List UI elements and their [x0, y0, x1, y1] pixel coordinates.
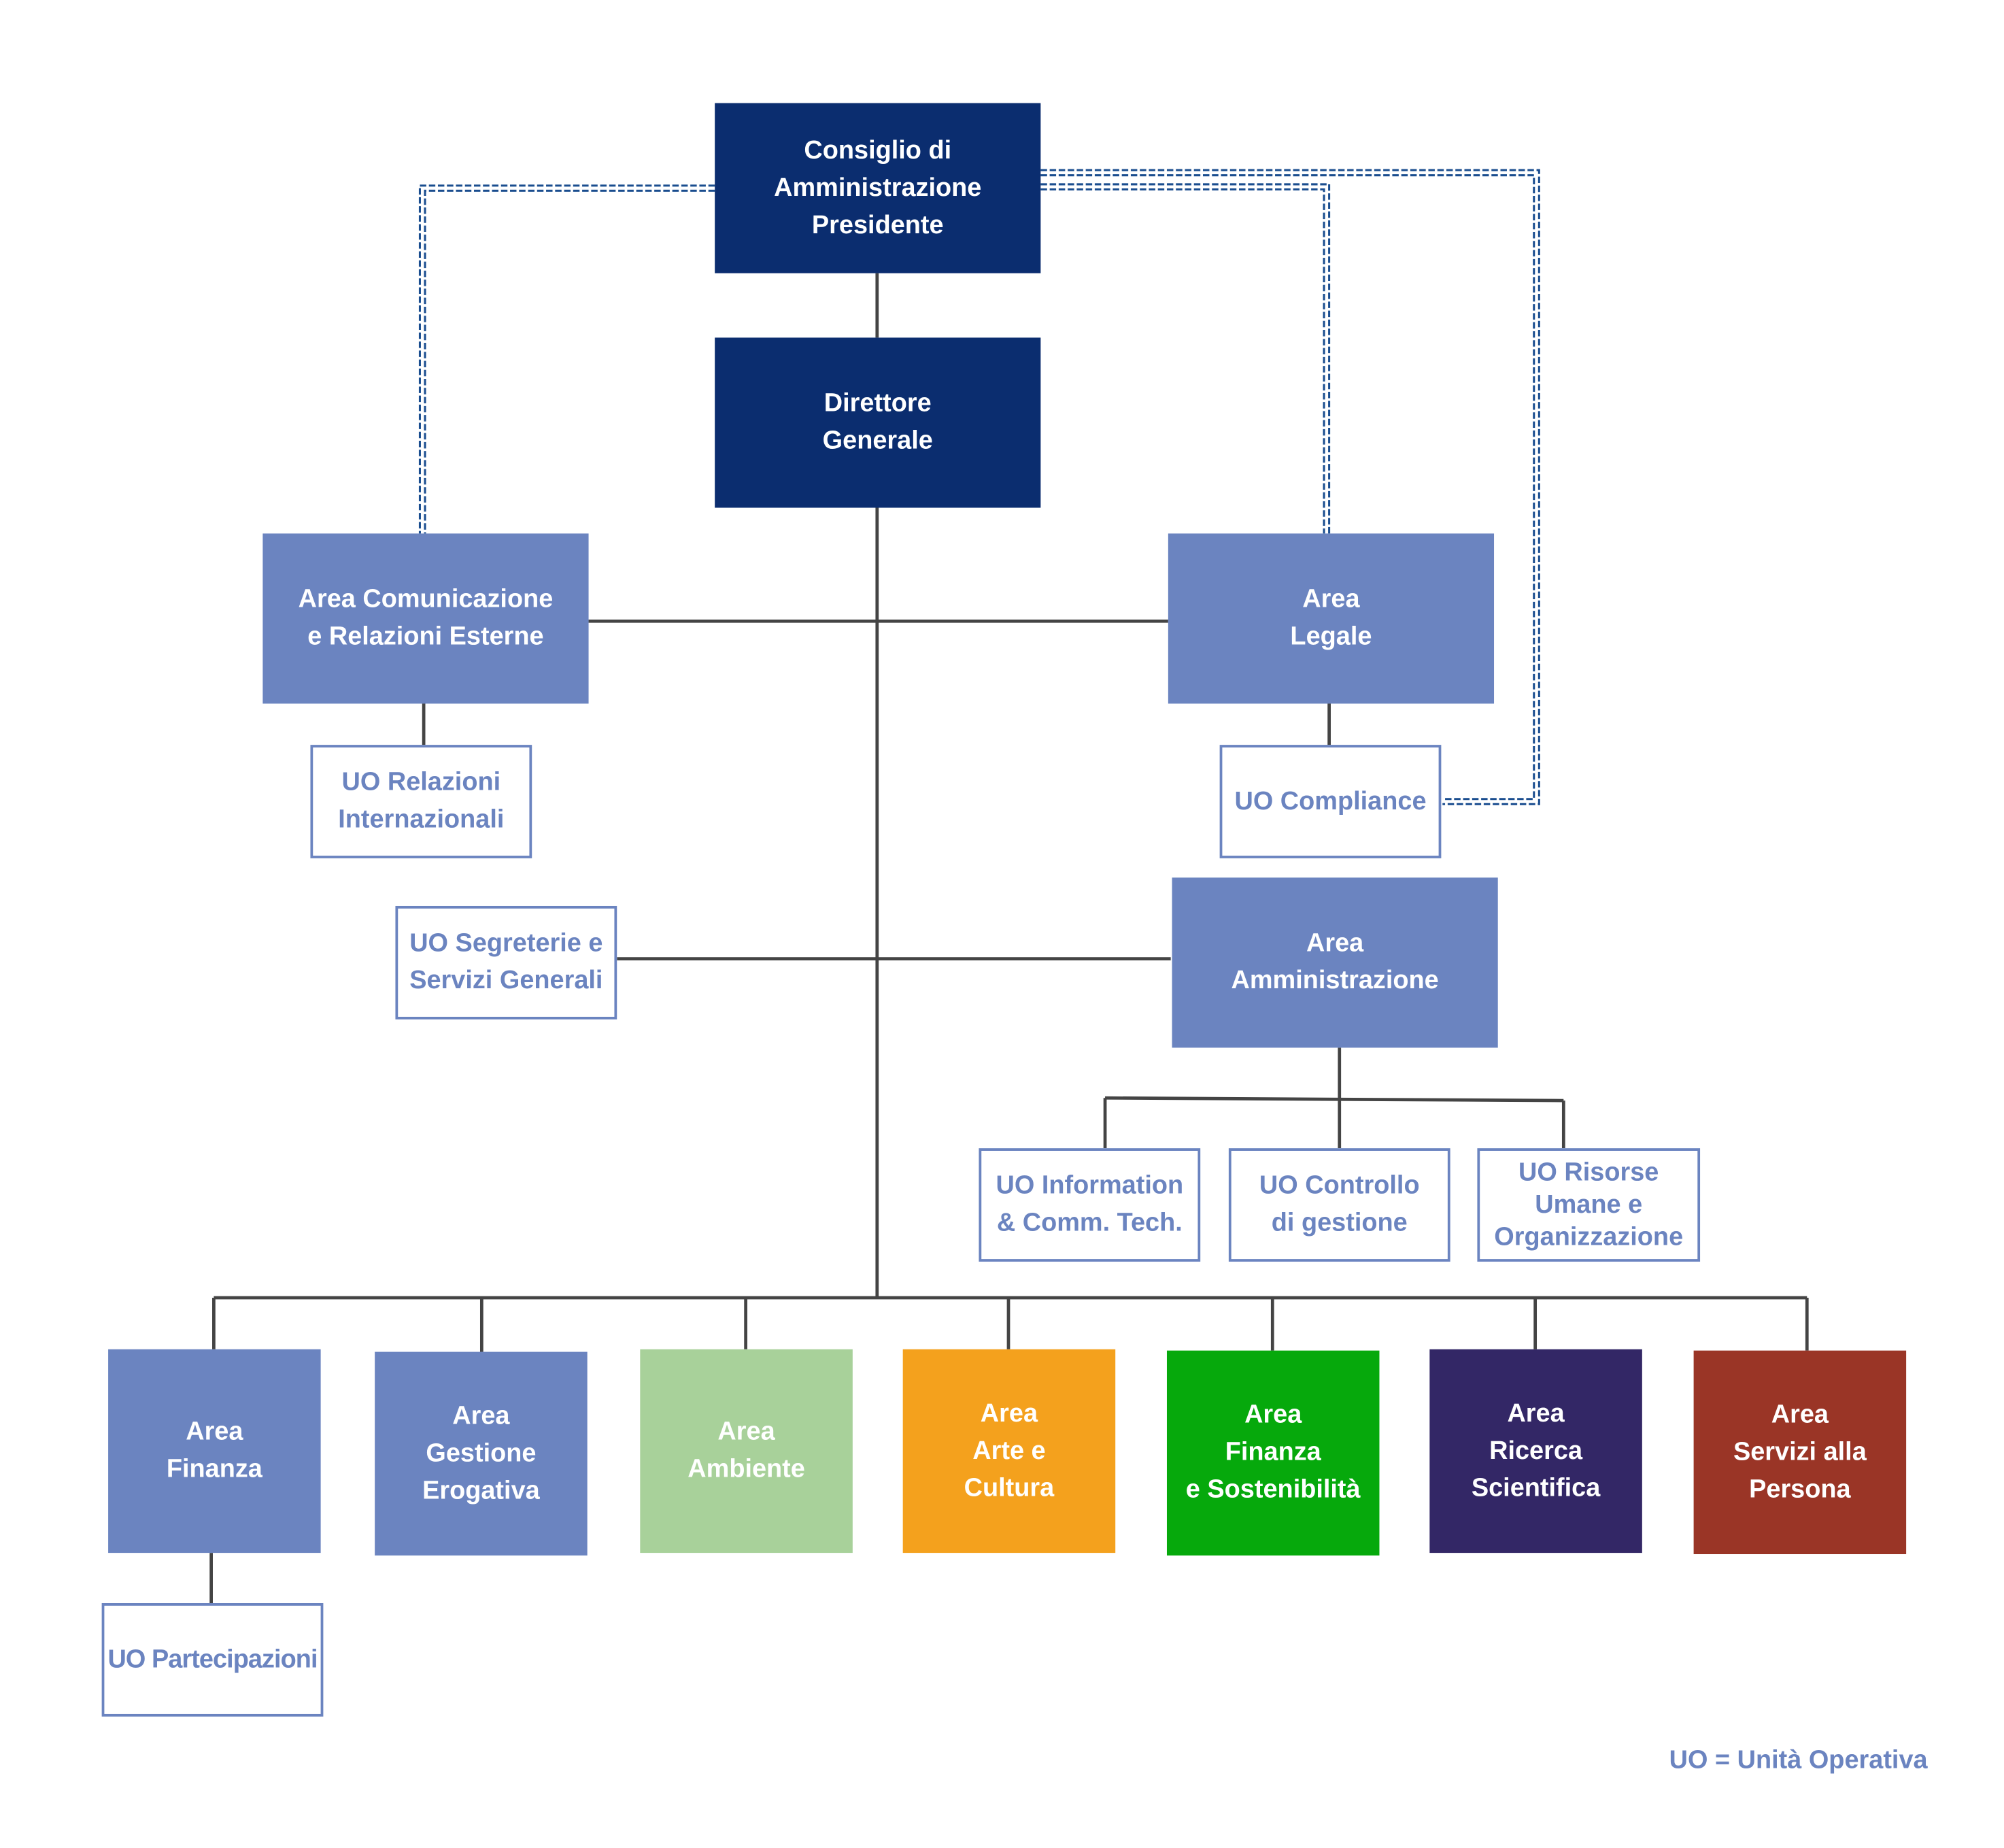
link-cda-comunicazione-inner	[424, 189, 715, 534]
link-cda-legale-inner	[1040, 188, 1325, 534]
link-cda-comunicazione-outer	[418, 184, 715, 534]
link-cda-compliance-inner	[1040, 174, 1535, 801]
dotted-links	[418, 169, 1540, 805]
node-uo-partecipazioni: UO Partecipazioni	[101, 1603, 324, 1717]
link-cda-compliance-outer	[1040, 169, 1540, 805]
solid-connectors	[209, 273, 1809, 1604]
link-cda-legale-outer	[1040, 183, 1331, 534]
connector-amministrazione-bar	[1105, 1096, 1564, 1103]
node-uo-compliance: UO Compliance	[1219, 745, 1442, 858]
node-uo-ict: UO Information& Comm. Tech.	[979, 1148, 1201, 1262]
legend-note: UO = Unità Operativa	[1669, 1746, 1928, 1775]
